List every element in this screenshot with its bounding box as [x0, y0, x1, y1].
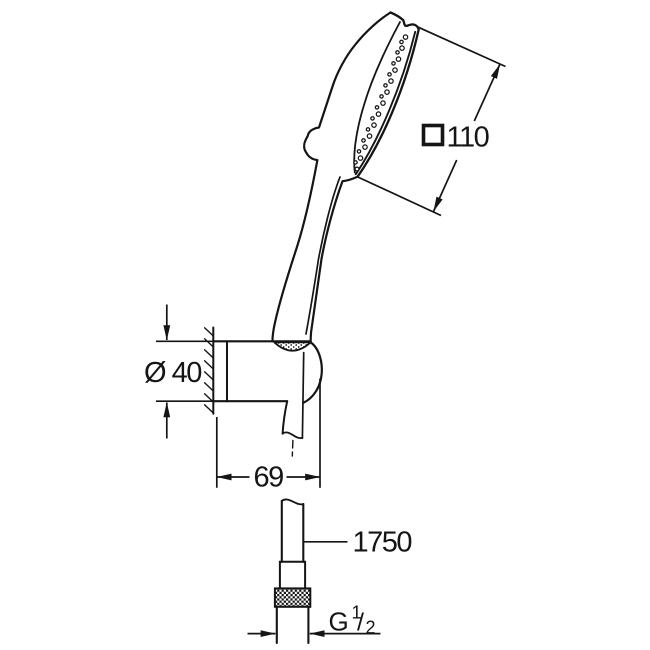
dimension-projection: 69 [215, 378, 321, 494]
nozzle-dot [356, 149, 362, 154]
nozzle-dot [402, 34, 409, 40]
spray-nozzles [353, 34, 409, 172]
nozzle-dot [370, 116, 375, 121]
hose-break-line [280, 498, 305, 506]
nozzle-dot [374, 105, 380, 110]
dimension-value-holder-diameter: Ø 40 [144, 357, 201, 389]
nozzle-dot [383, 83, 388, 88]
hose-stub-left-edge [281, 400, 289, 435]
thread-slash: / [357, 609, 364, 637]
dimension-head-size: 110 [357, 26, 506, 217]
dimension-thread-size: G 1 / 2 [247, 603, 381, 638]
dimension-line [432, 159, 458, 212]
dimension-holder-diameter: Ø 40 [144, 304, 214, 439]
nozzle-dot [395, 50, 400, 55]
holder-front-contour [301, 351, 305, 440]
nozzle-dot [361, 138, 366, 143]
dimension-line [473, 63, 501, 122]
nozzle-dot [379, 94, 384, 99]
nozzle-dot [399, 39, 404, 45]
dimension-value-projection: 69 [254, 462, 284, 494]
nozzle-dot [375, 111, 382, 117]
hose-stub-break-line [281, 431, 304, 440]
extension-line [357, 176, 442, 217]
nozzle-dot [354, 166, 360, 172]
connector-cone [273, 341, 312, 352]
thread-denominator: 2 [366, 618, 376, 638]
hose-centerline [291, 439, 294, 457]
hose-nut [273, 587, 312, 608]
square-dimension-icon [421, 123, 445, 147]
nozzle-dot [362, 144, 368, 150]
nozzle-dot [371, 122, 377, 128]
head-ridge-line [353, 21, 401, 174]
nozzle-dot [384, 89, 390, 95]
nozzle-dot [387, 72, 392, 77]
hand-shower [271, 11, 420, 352]
holder-nose [302, 341, 323, 404]
nozzle-dot [388, 78, 394, 84]
nozzle-dot [391, 61, 396, 66]
hose-upper-stub [281, 400, 304, 457]
face-inner-edge [354, 30, 417, 176]
head-and-handle-left-outline [271, 11, 392, 343]
nozzle-dot [380, 100, 386, 106]
dimension-value-hose-length: 1750 [353, 527, 412, 559]
thread-letter: G [329, 607, 348, 637]
dimension-hose-length: 1750 [303, 527, 413, 559]
nozzle-dot [357, 155, 364, 161]
nozzle-dot [399, 45, 405, 51]
extension-line [417, 26, 506, 68]
nozzle-dot [353, 160, 358, 165]
thread-numerator: 1 [352, 603, 362, 623]
hose-lower-section [273, 498, 312, 645]
head-top-and-face-outer-edge [356, 11, 420, 178]
nozzle-dot [392, 67, 398, 73]
shower-hose [273, 400, 312, 645]
handle-inner-line [305, 176, 341, 335]
nozzle-dot [365, 127, 371, 132]
hose-collar [278, 560, 307, 590]
dimension-value-head-size: 110 [447, 122, 489, 154]
nozzle-dot [395, 56, 402, 62]
handle-right-outline [309, 175, 359, 343]
nozzle-dot [366, 133, 373, 139]
